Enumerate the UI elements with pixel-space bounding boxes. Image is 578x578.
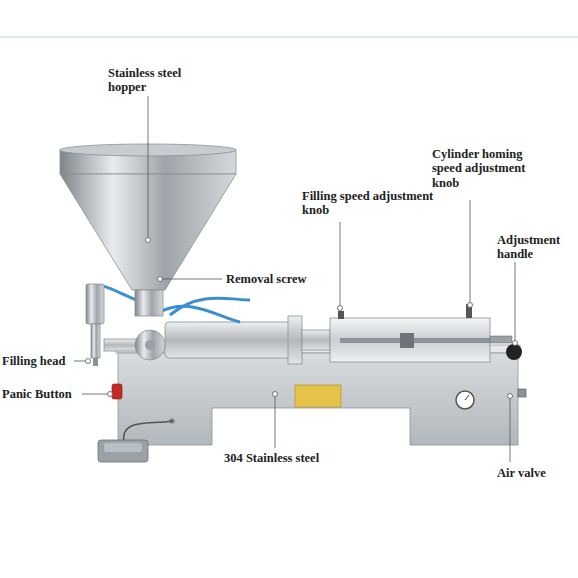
part-label: Filling head <box>2 354 82 368</box>
name-plate <box>295 385 341 407</box>
leader-dot <box>146 238 151 243</box>
leader-dot <box>158 277 163 282</box>
leader-line <box>340 222 341 308</box>
leader-dot <box>338 306 343 311</box>
pedal-part <box>98 440 148 462</box>
coupling <box>302 330 330 350</box>
part-label: 304 Stainless steel <box>224 451 374 465</box>
leader-dot <box>508 394 513 399</box>
air-cylinder <box>330 318 490 362</box>
handle-knob <box>506 344 522 360</box>
part-label: Filling speed adjustment knob <box>302 189 462 218</box>
nozzle-tip <box>93 358 98 366</box>
filling-head-assembly <box>86 284 165 366</box>
handle-rod <box>490 336 512 343</box>
foot-pedal <box>98 421 172 462</box>
panic-button-part <box>112 384 122 399</box>
part-label: Removal screw <box>226 272 336 286</box>
gauge-needle <box>465 395 469 400</box>
hopper-neck <box>135 290 163 316</box>
part-label: Stainless steel hopper <box>108 66 204 95</box>
leader-dot <box>468 303 473 308</box>
leader-dot <box>108 392 113 397</box>
slider <box>400 333 414 348</box>
pedal-top <box>104 443 142 452</box>
rotary-valve <box>135 330 165 360</box>
part-label: Cylinder homing speed adjustment knob <box>432 147 552 190</box>
leader-line <box>275 394 276 448</box>
leader-line <box>160 279 222 280</box>
flange <box>288 316 302 364</box>
leader-line <box>148 96 149 240</box>
part-label: Panic Button <box>2 387 87 401</box>
guide-rod <box>340 338 490 343</box>
valve-hub <box>145 340 155 350</box>
nozzle <box>91 324 100 358</box>
leader-line <box>515 262 516 343</box>
base-body <box>118 353 518 445</box>
leader-line <box>470 200 471 305</box>
air-tube <box>170 298 250 315</box>
speed-knob <box>338 311 344 319</box>
cylinder-assembly <box>95 286 522 364</box>
leader-line <box>82 394 110 395</box>
leader-line <box>510 396 511 462</box>
leader-dot <box>513 341 518 346</box>
pedal-cord <box>124 421 172 442</box>
part-label: Adjustment handle <box>497 233 577 262</box>
nozzle-actuator <box>86 284 104 324</box>
air-valve-part <box>518 389 526 397</box>
part-label: Air valve <box>497 466 577 480</box>
leader-dot <box>86 359 91 364</box>
material-cylinder <box>165 322 293 358</box>
top-rule <box>0 37 578 38</box>
leader-dot <box>273 392 278 397</box>
pressure-gauge <box>456 391 474 409</box>
